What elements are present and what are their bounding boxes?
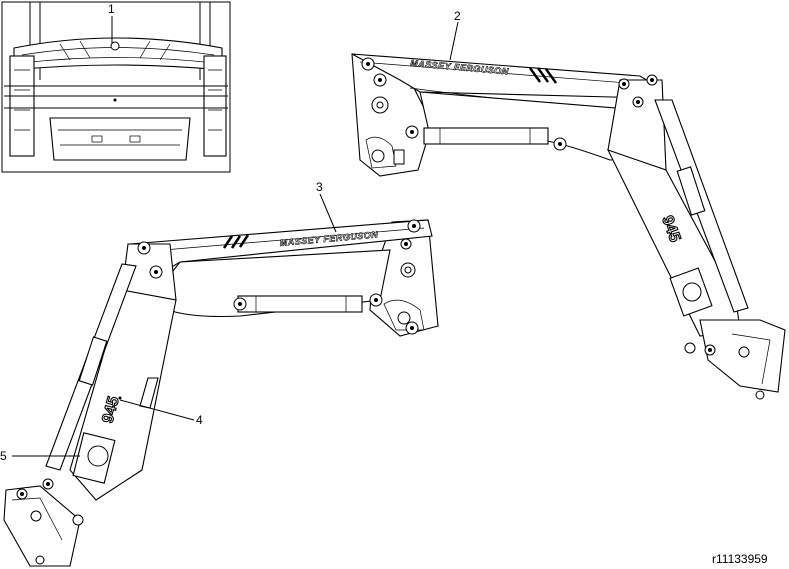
callout-label-4: 4: [196, 413, 203, 427]
loader-arm-right: MASSEY FERGUSON 945: [351, 53, 786, 400]
callout-label-2: 2: [454, 9, 461, 23]
callout-2: 2: [449, 9, 461, 61]
callout-1: 1: [108, 2, 115, 44]
figure-reference: r11133959: [712, 552, 768, 566]
callout-label-1: 1: [108, 2, 115, 16]
callout-3: 3: [316, 180, 337, 233]
inset-front-view: [1, 1, 231, 173]
callout-5: 5: [0, 449, 80, 463]
loader-arm-left: MASSEY FERGUSON 945: [3, 219, 439, 567]
callout-4: 4: [119, 399, 203, 427]
callout-label-5: 5: [0, 449, 7, 463]
callout-label-3: 3: [316, 180, 323, 194]
